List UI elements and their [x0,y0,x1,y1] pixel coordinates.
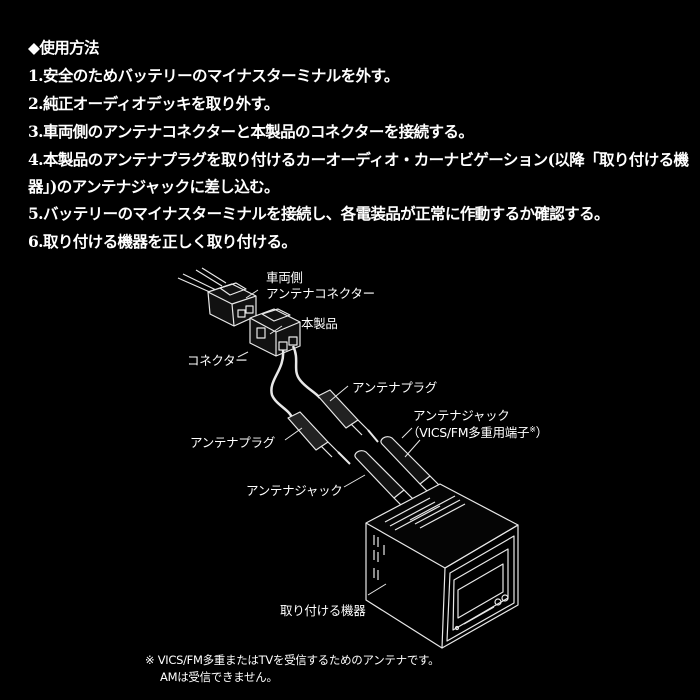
label-vehicle-antenna-connector: アンテナコネクター [266,286,375,301]
label-connector: コネクター [187,353,248,368]
footnote-line-2: AMは受信できません。 [160,670,278,684]
step-2: 2.純正オーディオデッキを取り外す。 [28,94,279,113]
product-connector-icon [249,308,301,357]
label-antenna-plug-lower: アンテナプラグ [190,435,275,450]
section-heading: ◆使用方法 [28,38,100,57]
antenna-cables-icon [270,345,321,419]
step-3: 3.車両側のアンテナコネクターと本製品のコネクターを接続する。 [28,122,474,141]
label-antenna-plug-upper: アンテナプラグ [352,380,437,395]
vehicle-wires-icon [177,267,227,294]
step-1: 1.安全のためバッテリーのマイナスターミナルを外す。 [28,66,399,85]
label-product: 本製品 [301,316,338,331]
step-4: 4.本製品のアンテナプラグを取り付けるカーオーディオ・カーナビゲーション(以降「… [28,150,689,169]
leader-lines [237,289,421,596]
label-device: 取り付ける機器 [280,603,366,618]
step-6: 6.取り付ける機器を正しく取り付ける。 [28,232,297,251]
label-antenna-jack: アンテナジャック [246,483,343,498]
label-vics-fm-terminal: （VICS/FM多重用端子※） [407,424,548,440]
vehicle-connector-icon [207,282,257,327]
step-5: 5.バッテリーのマイナスターミナルを接続し、各電装品が正常に作動するか確認する。 [28,204,609,223]
antenna-plug-upper-icon [317,389,379,443]
device-unit-icon [365,483,519,649]
step-4-continued: 器」)のアンテナジャックに差し込む。 [28,177,279,196]
installation-diagram [177,267,519,649]
instructions: ◆使用方法 1.安全のためバッテリーのマイナスターミナルを外す。 2.純正オーデ… [28,34,689,256]
footnote-line-1: ※ VICS/FM多重またはTVを受信するためのアンテナです。 [145,653,440,667]
label-antenna-jack-vics: アンテナジャック [413,408,510,423]
label-vehicle-side: 車両側 [266,270,303,285]
antenna-plug-lower-icon [287,411,351,465]
